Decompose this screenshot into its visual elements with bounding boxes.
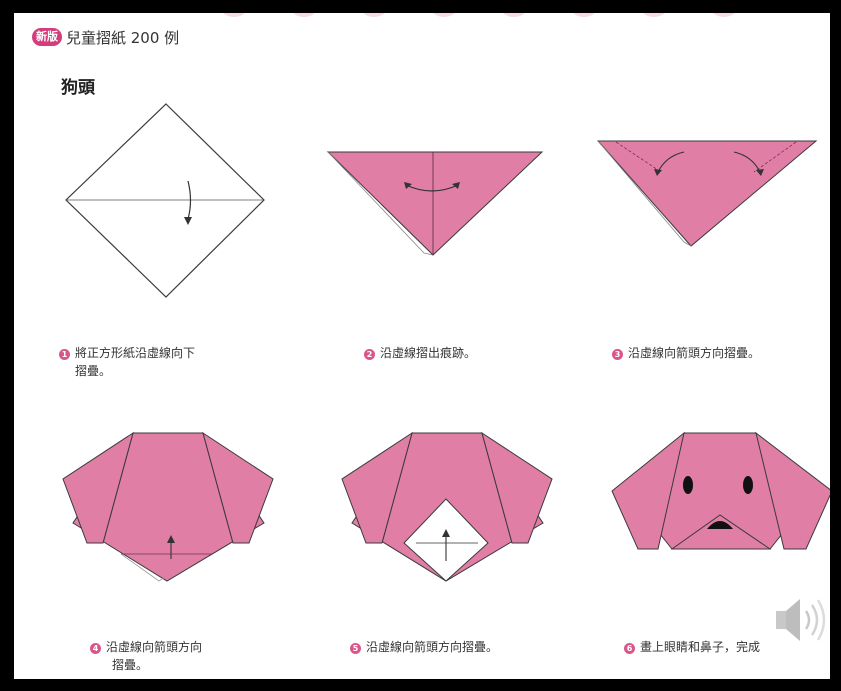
book-page: 新版 兒童摺紙 200 例 狗頭 <box>14 13 830 679</box>
step-6-text-line1: 畫上眼睛和鼻子，完成 <box>640 640 761 654</box>
step-2-diagram <box>326 151 544 256</box>
step-2-caption: 2 沿虛線摺出痕跡。 <box>364 344 476 362</box>
step-1-text-line2: 摺疊。 <box>75 364 112 378</box>
step-3-text-line1: 沿虛線向箭頭方向摺疊。 <box>628 346 761 360</box>
step-5-diagram <box>341 431 553 582</box>
step-4-text-line2: 摺疊。 <box>112 658 149 672</box>
step-3-caption: 3 沿虛線向箭頭方向摺疊。 <box>612 344 760 362</box>
step-1-text-line1: 將正方形紙沿虛線向下 <box>75 346 196 360</box>
right-eye <box>743 476 753 494</box>
step-6-diagram <box>611 431 830 550</box>
step-3-number: 3 <box>612 349 623 360</box>
left-eye <box>683 476 693 494</box>
page-header: 新版 兒童摺紙 200 例 <box>32 25 179 49</box>
section-title: 狗頭 <box>61 78 95 98</box>
step-5-text-line1: 沿虛線向箭頭方向摺疊。 <box>366 640 499 654</box>
step-6-caption: 6 畫上眼睛和鼻子，完成 <box>624 638 760 656</box>
step-2-number: 2 <box>364 349 375 360</box>
step-2-text-line1: 沿虛線摺出痕跡。 <box>380 346 477 360</box>
step-4-caption: 4 沿虛線向箭頭方向 摺疊。 <box>90 638 202 674</box>
step-1-caption: 1 將正方形紙沿虛線向下 摺疊。 <box>59 344 195 380</box>
step-3-diagram <box>596 140 818 247</box>
step-5-number: 5 <box>350 643 361 654</box>
step-4-text-line1: 沿虛線向箭頭方向 <box>106 640 203 654</box>
step-6-number: 6 <box>624 643 635 654</box>
step-4-number: 4 <box>90 643 101 654</box>
book-title: 兒童摺紙 200 例 <box>66 28 180 47</box>
speaker-icon[interactable] <box>772 593 828 649</box>
edition-badge: 新版 <box>32 28 62 46</box>
step-4-diagram <box>62 431 274 582</box>
step-5-caption: 5 沿虛線向箭頭方向摺疊。 <box>350 638 498 656</box>
step-1-diagram <box>65 103 265 298</box>
nose <box>707 521 733 529</box>
step-1-number: 1 <box>59 349 70 360</box>
